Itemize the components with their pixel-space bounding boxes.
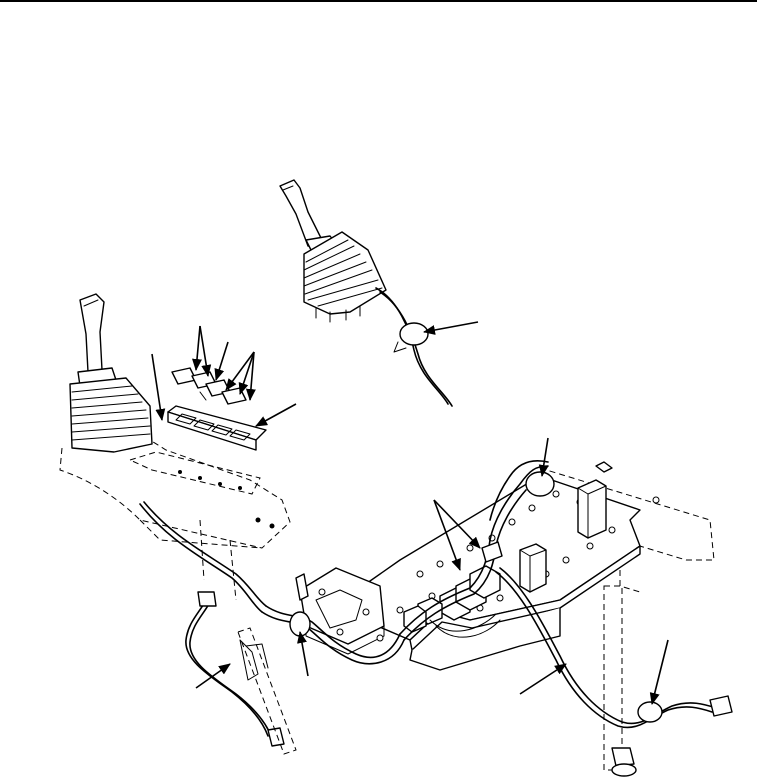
lower-left-bracket <box>237 627 297 755</box>
connector-center <box>481 541 503 563</box>
callout-leaders <box>151 321 669 705</box>
grommet-lower-right <box>637 701 663 723</box>
grommet-upper-right <box>525 471 555 497</box>
upper-joystick-handle <box>279 179 323 247</box>
console-top-panel <box>128 451 261 495</box>
callout-bezel <box>255 403 297 427</box>
upper-grommet <box>399 322 429 346</box>
connector-lower-left <box>267 727 285 747</box>
callout-relays <box>433 499 461 571</box>
callout-upper-right-grommet <box>538 437 549 477</box>
console-harness <box>139 503 263 613</box>
callout-upper-grommet <box>423 321 479 335</box>
rocker-switches <box>171 367 247 405</box>
callout-left-grommet <box>297 631 309 677</box>
callout-switch-b <box>214 341 229 381</box>
lower-left-cable <box>185 599 269 737</box>
upright-block-right <box>577 479 607 539</box>
console-body <box>59 439 291 549</box>
right-support-post <box>603 585 623 771</box>
callout-switch-c <box>225 351 255 391</box>
callout-lower-right-grommet <box>649 639 669 705</box>
callout-lower-left-harness <box>195 663 231 689</box>
connector-left-clip <box>295 573 309 601</box>
callout-console <box>151 353 166 421</box>
top-rule <box>0 0 757 2</box>
connector-upper-left <box>197 591 217 607</box>
callout-switch-a <box>192 325 202 371</box>
connector-right <box>709 695 733 717</box>
main-harness <box>261 460 733 729</box>
callout-main-harness <box>519 663 567 695</box>
lower-left-harness <box>185 591 297 755</box>
upright-block-center <box>519 543 547 593</box>
left-joystick-console <box>59 293 291 613</box>
left-joystick-boot <box>69 377 153 453</box>
upper-joystick-assembly <box>279 179 453 407</box>
floor-plate <box>299 461 715 777</box>
